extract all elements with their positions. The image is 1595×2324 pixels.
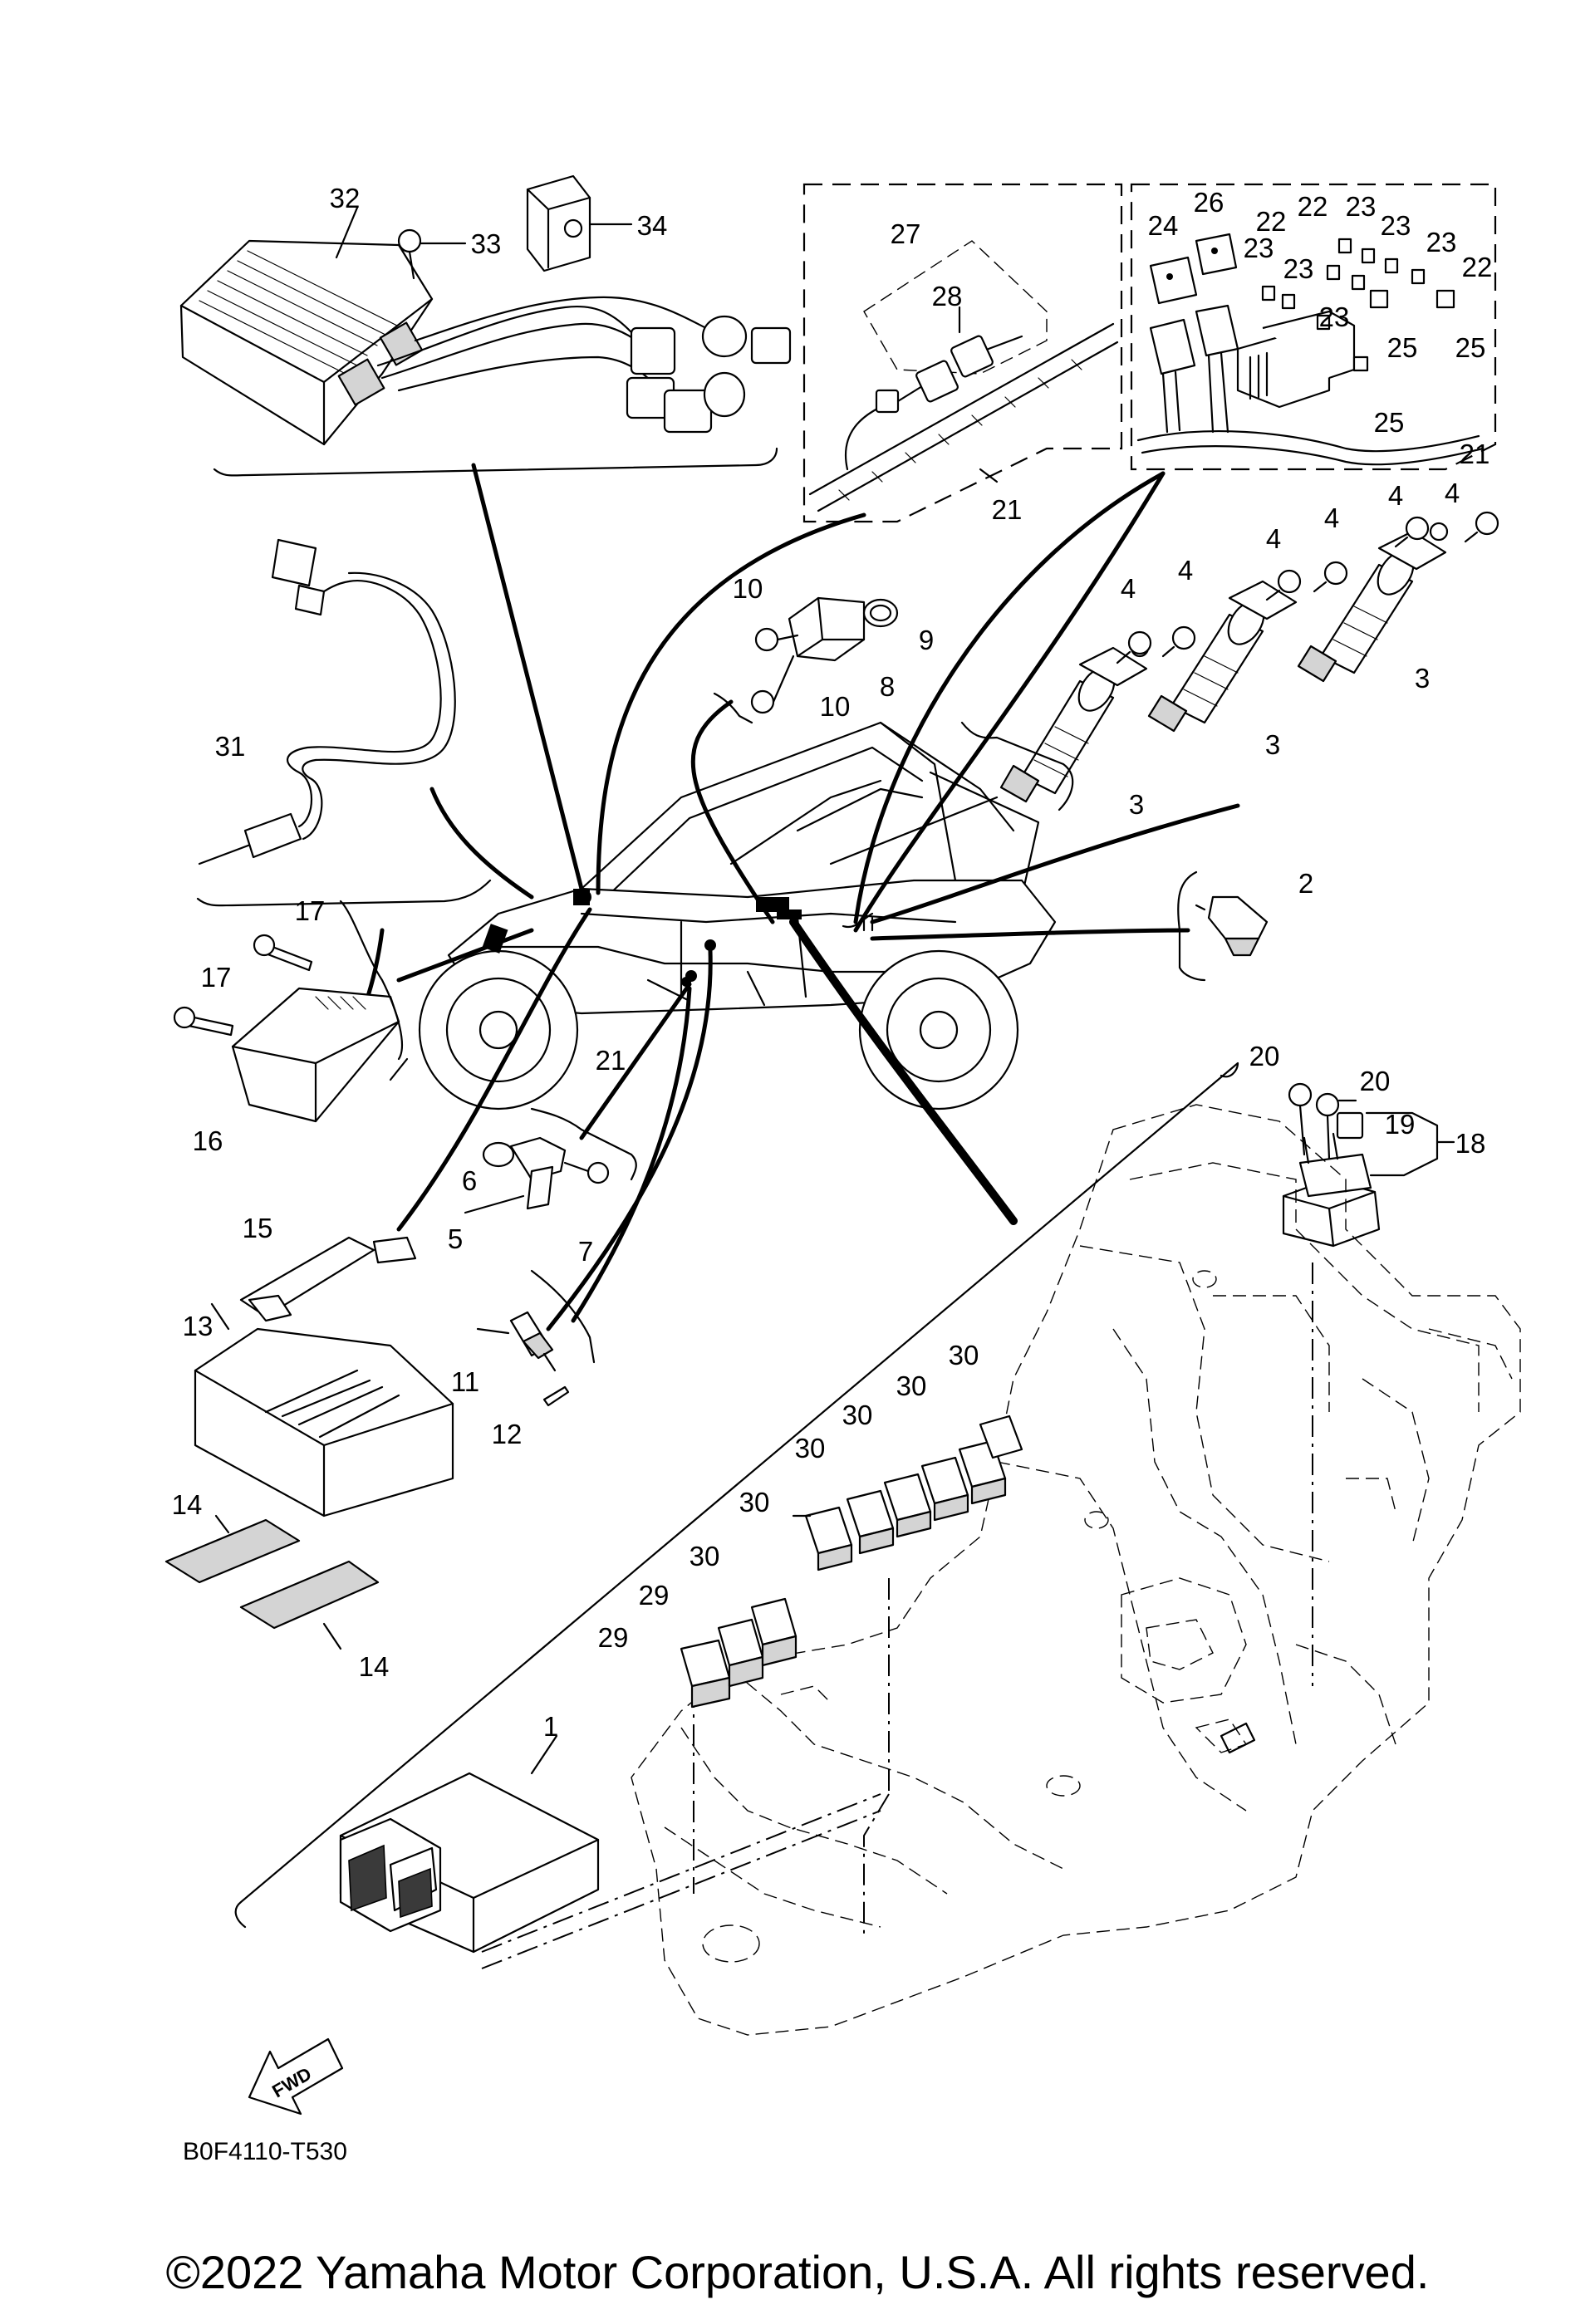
callout-11: 11 bbox=[451, 1366, 479, 1397]
callout-34: 34 bbox=[637, 210, 668, 241]
callout-30-d: 30 bbox=[795, 1433, 826, 1464]
callout-18: 18 bbox=[1455, 1128, 1486, 1159]
ignition-coil-3 bbox=[1297, 522, 1449, 683]
fwd-arrow: FWD bbox=[248, 2037, 344, 2116]
ignition-coil-2 bbox=[1147, 571, 1299, 733]
callout-25-a: 25 bbox=[1387, 332, 1418, 363]
callout-2: 2 bbox=[1298, 868, 1313, 899]
vehicle-drawing bbox=[418, 721, 1057, 1111]
callout-31: 31 bbox=[215, 731, 246, 762]
callout-30-b: 30 bbox=[896, 1370, 927, 1401]
callout-13: 13 bbox=[183, 1311, 213, 1341]
callout-4-d: 4 bbox=[1324, 503, 1339, 533]
callout-23-f: 23 bbox=[1319, 302, 1350, 332]
callout-23-c: 23 bbox=[1426, 227, 1457, 257]
callout-17-b: 17 bbox=[201, 962, 232, 993]
callout-12: 12 bbox=[492, 1419, 523, 1449]
callout-3-b: 3 bbox=[1265, 729, 1280, 760]
section-divider bbox=[234, 1061, 1239, 1929]
callout-22-c: 22 bbox=[1462, 252, 1493, 282]
callout-25-c: 25 bbox=[1374, 407, 1405, 438]
callout-4-c: 4 bbox=[1266, 523, 1281, 554]
callout-22-a: 22 bbox=[1256, 206, 1287, 237]
callout-23-b: 23 bbox=[1381, 210, 1411, 241]
callout-21-c: 21 bbox=[596, 1045, 626, 1076]
callout-21-b: 21 bbox=[1460, 439, 1490, 469]
callout-5: 5 bbox=[448, 1223, 463, 1254]
fuse-box-panel bbox=[1130, 183, 1497, 471]
sensor-5-group bbox=[464, 1107, 637, 1214]
copyright-text: ©2022 Yamaha Motor Corporation, U.S.A. A… bbox=[166, 2246, 1430, 2298]
callout-4-b: 4 bbox=[1178, 555, 1193, 586]
callout-24: 24 bbox=[1148, 210, 1179, 241]
spark-plug-group bbox=[476, 1269, 596, 1407]
callout-4-e: 4 bbox=[1388, 480, 1403, 511]
drawing-code: B0F4110-T530 bbox=[183, 2138, 347, 2165]
callout-19: 19 bbox=[1385, 1109, 1416, 1140]
callout-3-c: 3 bbox=[1415, 663, 1430, 694]
callout-10-a: 10 bbox=[733, 573, 763, 604]
harness-panel-27-28 bbox=[802, 183, 1123, 523]
callouts: 32 33 34 27 28 21 24 26 22 22 22 23 23 2… bbox=[172, 183, 1493, 1742]
callout-6: 6 bbox=[462, 1165, 477, 1196]
ignition-coils-group bbox=[960, 511, 1499, 811]
callout-7: 7 bbox=[578, 1236, 593, 1267]
callout-23-a: 23 bbox=[1346, 191, 1377, 222]
ignition-coil-1 bbox=[999, 638, 1150, 803]
callout-20-b: 20 bbox=[1360, 1066, 1391, 1096]
callout-4-f: 4 bbox=[1445, 478, 1460, 508]
callout-17-a: 17 bbox=[295, 895, 326, 926]
callout-29-b: 29 bbox=[598, 1622, 629, 1653]
callout-33: 33 bbox=[471, 228, 502, 259]
sensor-31-group bbox=[196, 538, 492, 907]
callout-14-a: 14 bbox=[172, 1489, 203, 1520]
front-wheel bbox=[858, 949, 1019, 1111]
callout-23-e: 23 bbox=[1283, 253, 1314, 284]
callout-21-a: 21 bbox=[992, 494, 1023, 525]
callout-16: 16 bbox=[193, 1125, 223, 1156]
relay-bank-lower bbox=[680, 1597, 798, 1709]
switch-2-group bbox=[1177, 870, 1269, 982]
callout-32: 32 bbox=[330, 183, 361, 213]
callout-3-a: 3 bbox=[1129, 789, 1144, 820]
callout-10-b: 10 bbox=[820, 691, 851, 722]
sensor-8-group bbox=[713, 596, 899, 724]
callout-9: 9 bbox=[919, 625, 934, 655]
callout-1: 1 bbox=[543, 1711, 558, 1742]
callout-28: 28 bbox=[932, 281, 963, 311]
callout-23-d: 23 bbox=[1244, 233, 1274, 263]
callout-22-b: 22 bbox=[1298, 191, 1328, 222]
callout-27: 27 bbox=[891, 218, 921, 249]
ecu-1-group bbox=[339, 1734, 600, 1954]
callout-8: 8 bbox=[880, 671, 895, 702]
lower-frame bbox=[481, 1104, 1521, 2036]
relay-bank-upper bbox=[792, 1415, 1023, 1571]
rear-wheel bbox=[418, 949, 579, 1111]
callout-30-a: 30 bbox=[949, 1340, 979, 1370]
callout-14-b: 14 bbox=[359, 1651, 390, 1682]
callout-26: 26 bbox=[1194, 187, 1224, 218]
callout-30-f: 30 bbox=[690, 1541, 720, 1571]
callout-20-a: 20 bbox=[1249, 1041, 1280, 1071]
battery-group bbox=[164, 1236, 454, 1650]
control-unit-32-group bbox=[179, 174, 792, 477]
callout-4-a: 4 bbox=[1121, 573, 1136, 604]
callout-25-b: 25 bbox=[1455, 332, 1486, 363]
callout-30-e: 30 bbox=[739, 1487, 770, 1517]
module-16-group bbox=[173, 900, 409, 1123]
callout-30-c: 30 bbox=[842, 1400, 873, 1430]
callout-29-a: 29 bbox=[639, 1580, 670, 1611]
callout-15: 15 bbox=[243, 1213, 273, 1243]
relay-18-group bbox=[1282, 1082, 1455, 1686]
